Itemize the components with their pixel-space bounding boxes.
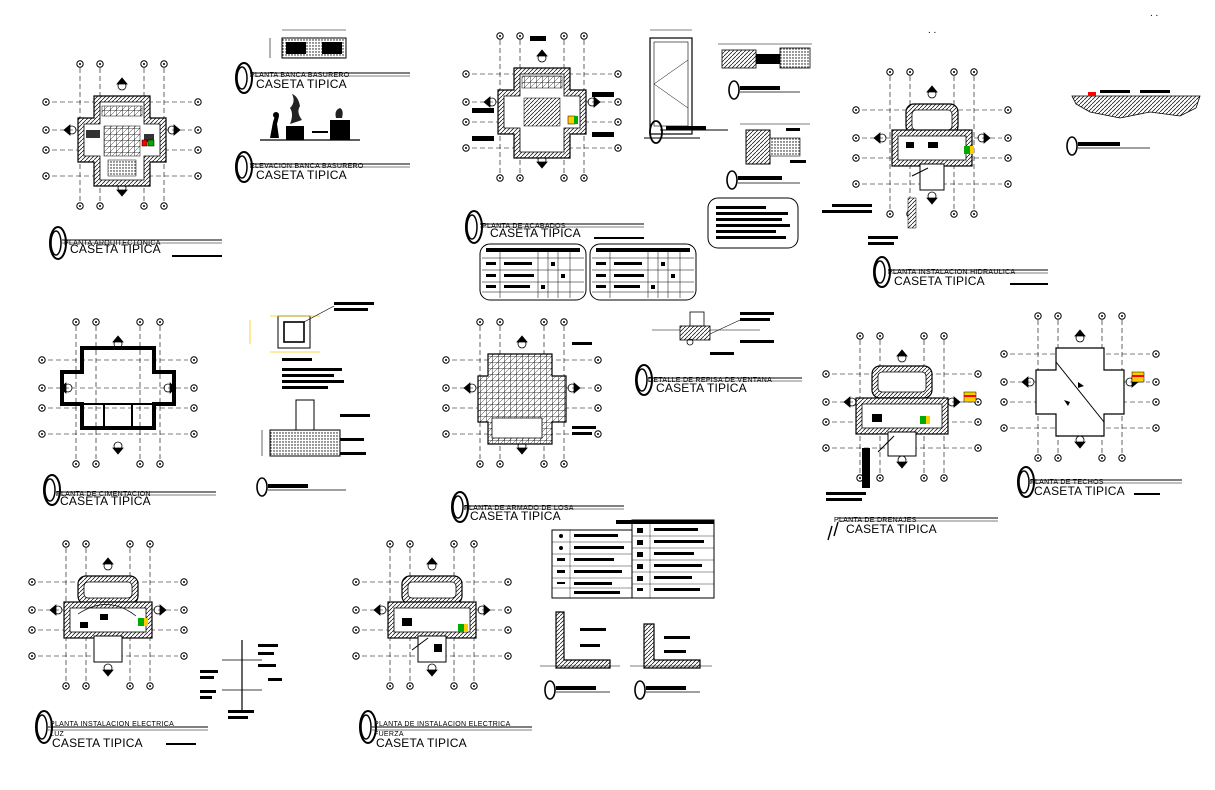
title-planta-banca-basurero: CASETA TIPICA: [256, 77, 347, 91]
drawing-column-detail: [726, 123, 810, 190]
subtitle-planta-arquitectonica: PLANTA ARQUITECTONICA: [64, 240, 161, 247]
subtitle-planta-de-techos: PLANTA DE TECHOS: [1030, 479, 1104, 486]
drawing-planta-de-acabados: [463, 33, 621, 181]
title-planta-de-drenajes: CASETA TIPICA: [846, 522, 937, 536]
title-block-planta-de-acabados: PLANTA DE ACABADOS CASETA TIPICA: [465, 210, 644, 244]
title-planta-de-armado-de-losa: CASETA TIPICA: [470, 509, 561, 523]
subtitle-elevacion-banca-basurero: ELEVACION BANCA BASURERO: [250, 163, 364, 170]
drawing-planta-de-drenajes: [823, 333, 981, 488]
drawing-elevacion-banca-basurero: [260, 94, 360, 141]
drain-notes: [826, 492, 866, 501]
title-block-planta-de-armado-de-losa: PLANTA DE ARMADO DE LOSA CASETA TIPICA: [451, 491, 624, 523]
title-elevacion-banca-basurero: CASETA TIPICA: [256, 168, 347, 182]
drawing-planta-instalacion-electrica-fuerza: [353, 541, 511, 689]
subtitle-detalle-de-repisa-de-ventana: DETALLE DE REPISA DE VENTANA: [648, 377, 772, 384]
title-planta-instalacion-electrica-fuerza: CASETA TIPICA: [376, 736, 467, 750]
drawing-planta-instalacion-electrica-luz: [29, 541, 187, 689]
drawing-planta-instalacion-hidraulica: [853, 69, 1011, 217]
drawing-wall-section-2: [630, 623, 712, 700]
title-block-elevacion-banca-basurero: ELEVACION BANCA BASURERO CASETA TIPICA: [235, 151, 410, 183]
title-block-detalle-de-repisa-de-ventana: DETALLE DE REPISA DE VENTANA CASETA TIPI…: [635, 364, 802, 396]
title-detalle-de-repisa-de-ventana: CASETA TIPICA: [656, 381, 747, 395]
drawing-planta-de-cimentacion: [39, 319, 197, 467]
subtitle2-planta-instalacion-electrica-luz: LUZ: [50, 731, 65, 738]
subtitle-planta-instalacion-electrica-luz: PLANTA INSTALACION ELECTRICA: [50, 721, 174, 728]
finishes-table-2: [589, 243, 697, 301]
electrical-diagram-luz: [200, 640, 282, 719]
hydraulic-notes: [822, 197, 917, 245]
title-block-planta-instalacion-electrica-fuerza: PLANTA DE INSTALACION ELECTRICA FUERZA C…: [359, 710, 532, 750]
title-planta-instalacion-electrica-luz: CASETA TIPICA: [52, 736, 143, 750]
notes-box: [707, 197, 799, 249]
drawing-column-section-detail: [249, 302, 374, 389]
subtitle-planta-de-drenajes: PLANTA DE DRENAJES: [834, 517, 917, 524]
subtitle-planta-instalacion-hidraulica: PLANTA INSTALACION HIDRAULICA: [888, 269, 1015, 276]
title-planta-instalacion-hidraulica: CASETA TIPICA: [894, 274, 985, 288]
drawing-planta-banca-basurero: [269, 29, 347, 59]
subtitle-planta-de-acabados: PLANTA DE ACABADOS: [482, 223, 566, 230]
drawing-terrain-section: [1066, 90, 1201, 156]
title-planta-de-techos: CASETA TIPICA: [1034, 484, 1125, 498]
title-block-planta-arquitectonica: PLANTA ARQUITECTONICA CASETA TIPICA: [49, 226, 222, 260]
drawing-footing-section: [256, 399, 370, 497]
subtitle-planta-banca-basurero: PLANTA BANCA BASURERO: [250, 72, 350, 79]
subtitle2-planta-instalacion-electrica-fuerza: FUERZA: [374, 731, 404, 738]
sheet-marker: . .: [1150, 8, 1158, 19]
electrical-legend-table: [551, 519, 715, 599]
title-block-planta-de-drenajes: PLANTA DE DRENAJES CASETA TIPICA: [827, 517, 998, 541]
drawing-detalle-de-repisa-de-ventana: [652, 311, 774, 355]
drawing-planta-arquitectonica: [43, 61, 201, 209]
title-block-planta-instalacion-hidraulica: PLANTA INSTALACION HIDRAULICA CASETA TIP…: [873, 256, 1048, 288]
title-block-planta-banca-basurero: PLANTA BANCA BASURERO CASETA TIPICA: [235, 62, 410, 94]
drawing-planta-de-armado-de-losa: [443, 319, 601, 467]
drawing-window-sill-detail-top: [718, 43, 812, 100]
title-block-planta-de-cimentacion: PLANTA DE CIMENTACION CASETA TIPICA: [43, 474, 216, 508]
drawing-wall-section-1: [540, 611, 620, 700]
subtitle-planta-de-cimentacion: PLANTA DE CIMENTACION: [56, 491, 151, 498]
title-block-planta-de-techos: PLANTA DE TECHOS CASETA TIPICA: [1017, 466, 1182, 498]
title-planta-de-cimentacion: CASETA TIPICA: [60, 494, 151, 508]
sheet-marker-2: . .: [928, 25, 936, 36]
title-planta-arquitectonica: CASETA TIPICA: [70, 242, 161, 256]
finishes-table-1: [479, 243, 587, 301]
subtitle-planta-instalacion-electrica-fuerza: PLANTA DE INSTALACION ELECTRICA: [374, 721, 511, 728]
drawing-planta-de-techos: [1001, 313, 1159, 461]
title-block-planta-instalacion-electrica-luz: PLANTA INSTALACION ELECTRICA LUZ CASETA …: [35, 710, 208, 750]
subtitle-planta-de-armado-de-losa: PLANTA DE ARMADO DE LOSA: [464, 505, 574, 512]
title-planta-de-acabados: CASETA TIPICA: [490, 226, 581, 240]
door-title-block: [649, 120, 728, 144]
